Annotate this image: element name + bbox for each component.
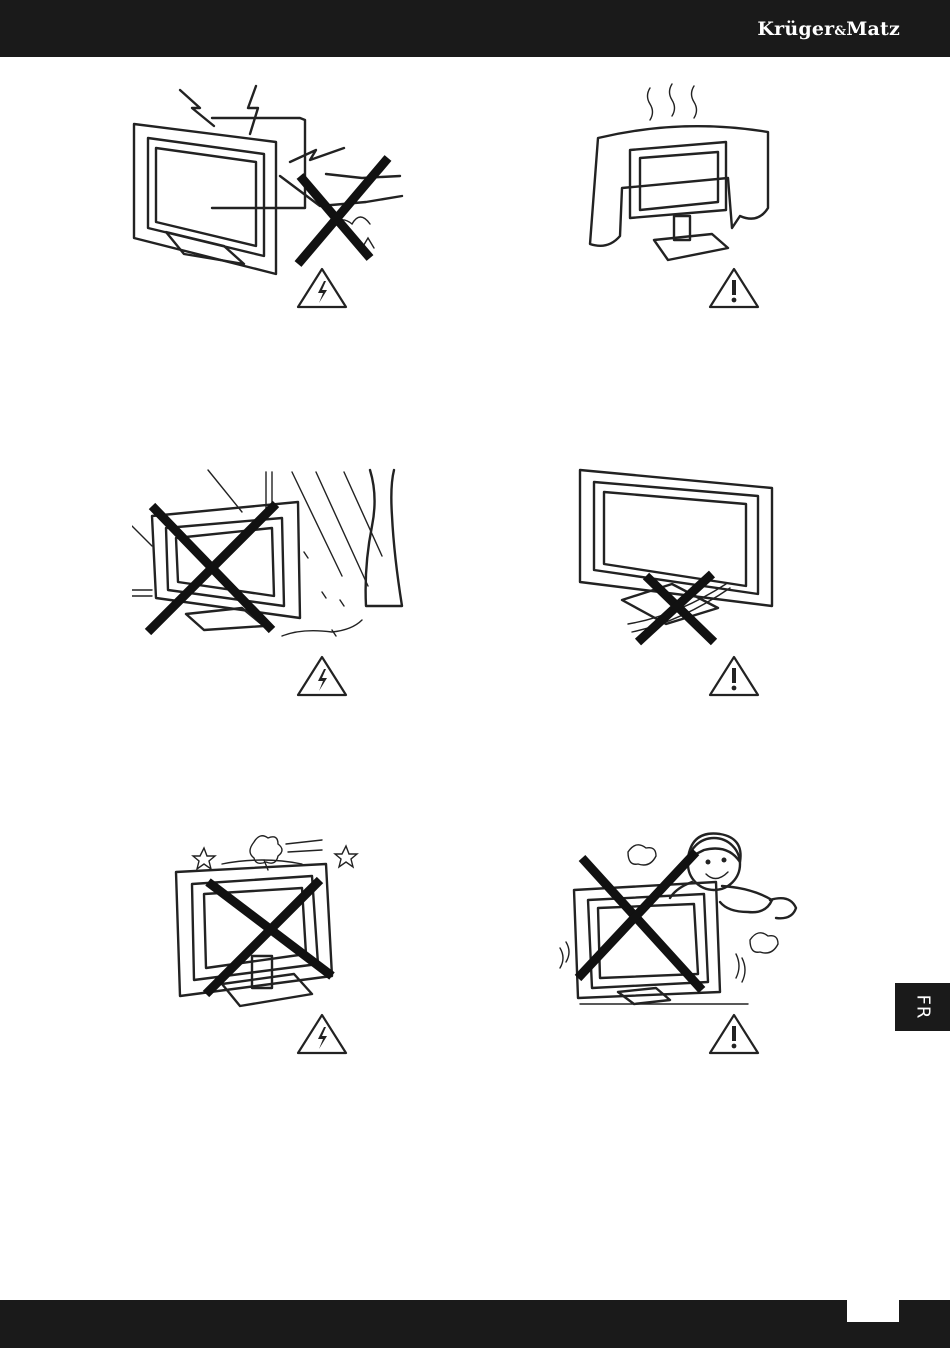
header-bar: Krüger&Matz [0, 0, 950, 57]
illustration-child-climbing [552, 828, 802, 1010]
illustration-lightning-antenna [130, 78, 420, 278]
language-tab: FR [895, 983, 950, 1031]
electric-shock-icon [296, 267, 348, 309]
footer-bar [0, 1300, 950, 1348]
illustration-covered-tv [582, 78, 782, 268]
brand-logo: Krüger&Matz [757, 18, 900, 40]
caution-icon [708, 1013, 760, 1055]
electric-shock-icon [296, 655, 348, 697]
caution-icon [708, 655, 760, 697]
illustration-cable-under-stand [576, 466, 776, 646]
electric-shock-icon [296, 1013, 348, 1055]
language-label: FR [912, 995, 933, 1020]
page-number-box [847, 1300, 899, 1322]
illustration-object-on-top [172, 826, 362, 1012]
caution-icon [708, 267, 760, 309]
illustration-rain-window [132, 466, 412, 646]
